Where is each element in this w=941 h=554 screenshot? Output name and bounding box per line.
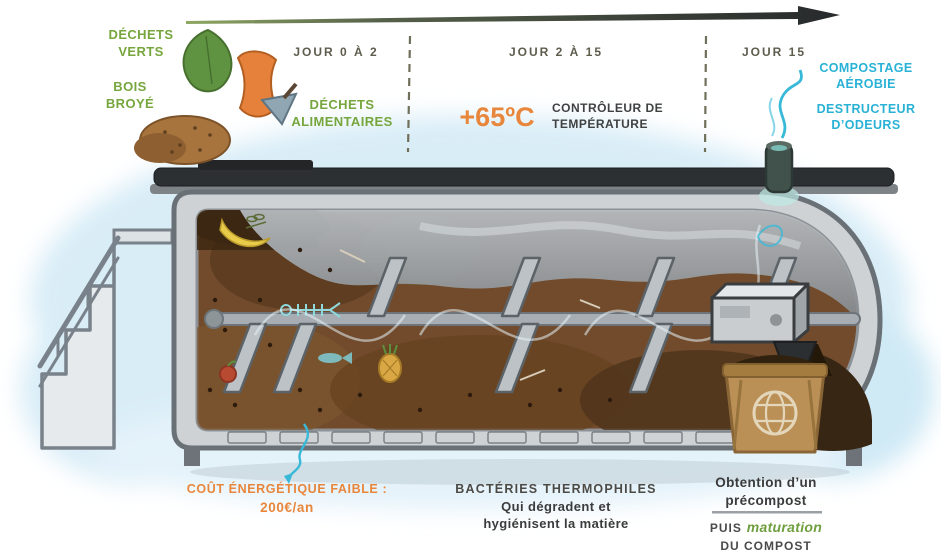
waste-illustration (134, 28, 298, 165)
cost-arrow-swirl (284, 423, 310, 484)
timeline-phase-2: JOUR 2 À 15 (508, 45, 604, 59)
green-waste-label: DÉCHETS VERTS (108, 27, 174, 59)
exhaust-chimney (759, 141, 799, 206)
temperature-controller-label: CONTRÔLEUR DE TEMPÉRATURE (552, 101, 664, 132)
timeline-arrow (186, 6, 840, 25)
trowel-icon (260, 82, 298, 126)
small-fish-icon (318, 352, 352, 364)
motor-side (792, 282, 810, 344)
maturation-note: PUIS maturation DU COMPOST (696, 518, 836, 554)
bacteria-description: Qui dégradent et hygiénisent la matière (483, 499, 629, 531)
maturation-suffix: DU COMPOST (720, 538, 812, 553)
apple-icon (219, 360, 237, 383)
ground-shadow (190, 459, 850, 485)
phase-divider-1 (406, 35, 412, 153)
maturation-prefix: PUIS (709, 521, 742, 535)
debris-specks (207, 247, 643, 413)
wood-chips-label: BOIS BROYÉ (105, 79, 155, 111)
shaft-end-cap (204, 309, 224, 329)
composter-machine (150, 160, 898, 485)
wood-chips-icon (134, 115, 231, 165)
footer-divider (712, 511, 822, 514)
phase-divider-2 (703, 35, 708, 153)
banana-peel-icon (219, 217, 271, 248)
oak-leaf-icon (182, 28, 233, 93)
energy-cost-title: COÛT ÉNERGÉTIQUE FAIBLE : (186, 482, 388, 496)
top-rail (153, 167, 895, 187)
chimney-steam-icon (757, 69, 803, 247)
hopper-lid (198, 160, 313, 170)
bacteria-title: BACTÉRIES THERMOPHILES (455, 482, 657, 496)
vent-slats (227, 431, 735, 444)
temperature-value: +65ºC (459, 102, 535, 132)
machine-foot-right (846, 446, 862, 466)
output-assembly (710, 282, 872, 454)
timeline-phase-3: JOUR 15 (741, 45, 807, 59)
motor-top (710, 282, 810, 300)
bag-rim (722, 363, 828, 378)
access-stairs (37, 228, 174, 450)
odor-destroyer-label: DESTRUCTEUR D’ODEURS (816, 102, 916, 133)
precompost-label: Obtention d’un précompost (715, 475, 817, 508)
bone-sticks (339, 249, 601, 381)
motor-vent (720, 306, 750, 318)
aerobic-composting-label: COMPOSTAGE AÉROBIE (819, 61, 913, 92)
machine-foot-left (184, 446, 200, 466)
food-waste-label: DÉCHETS ALIMENTAIRES (291, 97, 393, 129)
energy-cost-value: 200€/an (260, 500, 314, 515)
dragonfly-icon (245, 213, 267, 229)
pineapple-icon (378, 344, 402, 383)
motor-knob (770, 314, 782, 326)
globe-icon (752, 390, 798, 436)
timeline-phase-1: JOUR 0 À 2 (293, 45, 379, 59)
maturation-word: maturation (746, 519, 823, 535)
